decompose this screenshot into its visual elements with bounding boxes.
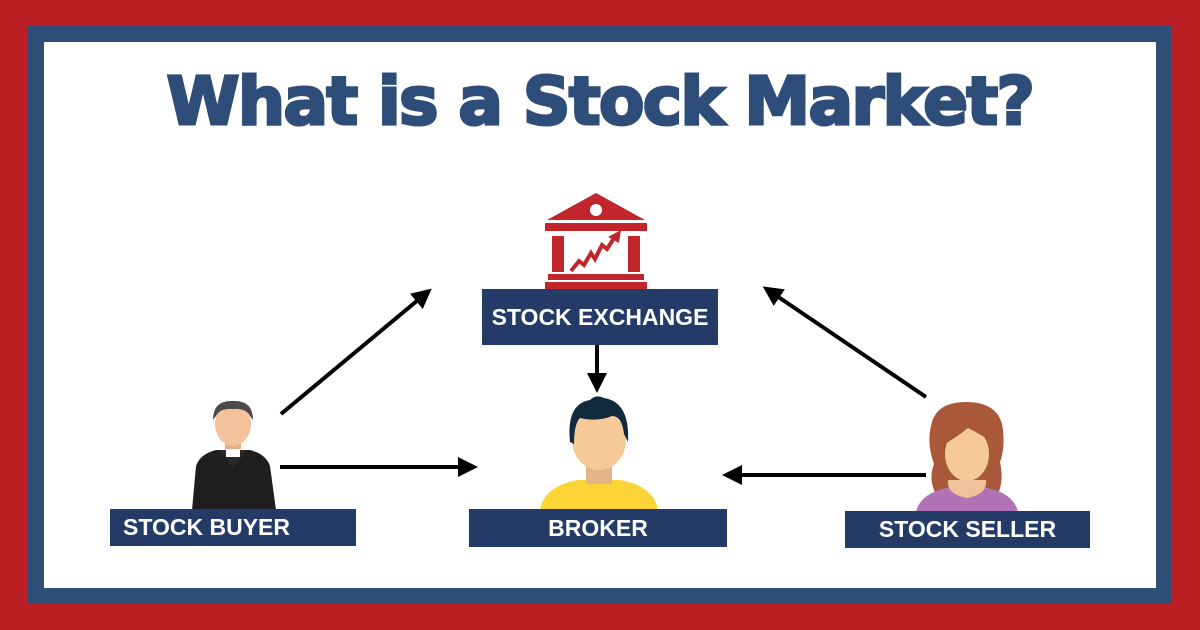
person-man-icon xyxy=(540,396,658,510)
stock-exchange-text: STOCK EXCHANGE xyxy=(491,303,709,330)
broker-text: BROKER xyxy=(548,514,648,541)
stock-seller-label: STOCK SELLER xyxy=(845,511,1090,548)
stock-exchange-label: STOCK EXCHANGE xyxy=(482,289,718,345)
bank-chart-icon xyxy=(545,193,647,289)
arrow-buyer-to-exchange xyxy=(279,288,432,416)
person-woman-icon xyxy=(916,402,1018,512)
stock-seller-text: STOCK SELLER xyxy=(878,516,1057,542)
person-priest-icon xyxy=(192,400,276,510)
broker-label: BROKER xyxy=(469,509,727,547)
page-title: What is a Stock Market? xyxy=(165,62,1036,142)
stock-buyer-label: STOCK BUYER xyxy=(110,509,356,546)
arrow-seller-to-exchange xyxy=(762,286,928,399)
stock-buyer-text: STOCK BUYER xyxy=(123,514,290,540)
